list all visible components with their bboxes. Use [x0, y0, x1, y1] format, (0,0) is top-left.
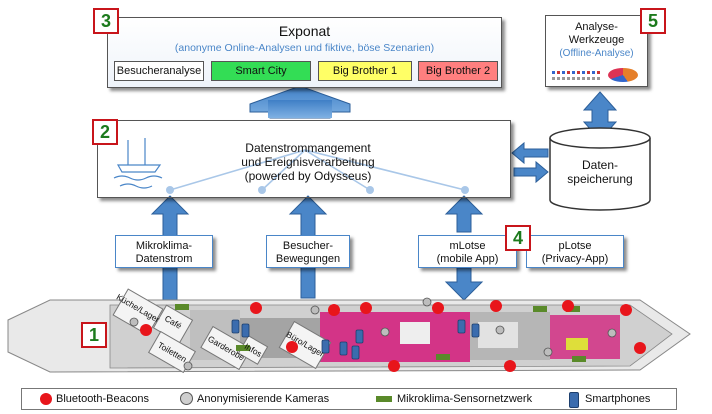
- badge-3: 3: [93, 8, 119, 34]
- exponat-subtitle: (anonyme Online-Analysen und fiktive, bö…: [174, 42, 435, 54]
- arrow-stream-storage: [511, 141, 549, 184]
- storage-cylinder: [549, 127, 651, 211]
- smartphone-markers: [231, 319, 480, 360]
- red-dot-icon: [40, 393, 52, 405]
- camera-markers: [129, 297, 617, 371]
- mikroklima-box: Mikroklima- Datenstrom: [115, 235, 213, 268]
- mlotse-line2: (mobile App): [436, 253, 499, 265]
- stream-line1: Datenstrommangement: [245, 141, 371, 155]
- badge-4: 4: [505, 225, 531, 251]
- beacon-markers: [140, 300, 646, 372]
- legend-label-smartphones: Smartphones: [585, 393, 651, 405]
- legend-label-sensors: Mikroklima-Sensornetzwerk: [397, 393, 533, 405]
- badge-2: 2: [92, 119, 118, 145]
- stream-connector-dots: [166, 186, 469, 194]
- plotse-line2: (Privacy-App): [541, 253, 609, 265]
- mikroklima-line2: Datenstrom: [135, 253, 193, 265]
- smartphone-icon: [569, 392, 579, 408]
- storage-line2: speicherung: [567, 172, 633, 186]
- stream-box: Datenstrommangement und Ereignisverarbei…: [97, 120, 511, 198]
- tab-smart-city-label: Smart City: [235, 65, 287, 77]
- tab-besucheranalyse[interactable]: Besucheranalyse: [114, 61, 204, 81]
- besucher-line1: Besucher-: [282, 240, 334, 252]
- analyse-title-2: Werkzeuge: [568, 34, 625, 46]
- mlotse-box: mLotse (mobile App): [418, 235, 517, 268]
- mlotse-line1: mLotse: [449, 240, 486, 252]
- analyse-box: Analyse- Werkzeuge (Offline-Analyse): [545, 15, 648, 87]
- plotse-box: pLotse (Privacy-App): [526, 235, 624, 268]
- badge-1: 1: [81, 322, 107, 348]
- legend-label-beacons: Bluetooth-Beacons: [56, 393, 149, 405]
- tab-big-brother-2[interactable]: Big Brother 2: [418, 61, 498, 81]
- storage-line1: Daten-: [581, 158, 619, 172]
- stream-line2: und Ereignisverarbeitung: [241, 155, 375, 169]
- sensor-icon: [376, 396, 392, 402]
- tab-besucheranalyse-label: Besucheranalyse: [116, 65, 202, 77]
- tab-smart-city[interactable]: Smart City: [211, 61, 311, 81]
- analyse-title-1: Analyse-: [575, 21, 618, 33]
- exponat-title: Exponat: [278, 23, 331, 39]
- arrow-mlotse: [444, 195, 484, 301]
- stream-line3: (powered by Odysseus): [244, 169, 372, 183]
- besucher-line2: Bewegungen: [275, 253, 341, 265]
- plotse-line1: pLotse: [558, 240, 592, 252]
- camera-icon: [180, 392, 193, 405]
- tab-big-brother-2-label: Big Brother 2: [425, 65, 491, 77]
- exponat-box: Exponat (anonyme Online-Analysen und fik…: [107, 17, 502, 88]
- besucher-box: Besucher- Bewegungen: [266, 235, 350, 268]
- analyse-subtitle: (Offline-Analyse): [559, 48, 634, 59]
- mikroklima-line1: Mikroklima-: [135, 240, 193, 252]
- analyse-thumbnail-icon: [552, 68, 642, 82]
- ship-sketch-icon: [113, 138, 163, 189]
- legend: Bluetooth-Beacons Anonymisierende Kamera…: [21, 388, 677, 410]
- tab-big-brother-1[interactable]: Big Brother 1: [318, 61, 412, 81]
- legend-label-cameras: Anonymisierende Kameras: [197, 393, 330, 405]
- tab-big-brother-1-label: Big Brother 1: [332, 65, 398, 77]
- ship-floorplan: [7, 288, 691, 374]
- badge-5: 5: [640, 8, 666, 34]
- stream-connector-lines: [169, 149, 466, 191]
